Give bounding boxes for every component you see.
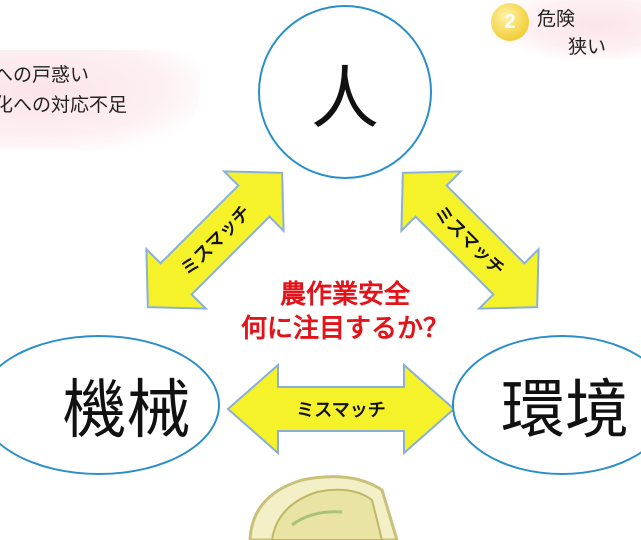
human-circle: 人 [258,5,432,179]
center-title-line-1: 農作業安全 [279,280,410,310]
machine-circle: 機械 [0,335,220,475]
left-note-line-1: への戸惑い [0,64,90,86]
tractor-image [248,475,399,540]
mismatch-arrows: ミスマッチ ミスマッチ ミスマッチ [145,170,540,456]
left-note-line-2: 化への対応不足 [0,94,128,116]
right-note-line-1: 危険 [537,8,576,30]
bottom-mismatch-arrow: ミスマッチ [226,362,456,456]
bottom-arrow-label: ミスマッチ [296,400,385,421]
environment-circle: 環境 [452,335,641,475]
number-badge: 2 [491,3,529,41]
right-note-line-2: 狭い [568,36,607,58]
left-note-background [0,50,200,150]
center-title-line-2: 何に注目するか？ [240,314,449,344]
human-label: 人 [310,59,379,139]
machine-label: 機械 [62,374,191,448]
center-title: 農作業安全 何に注目するか？ [205,278,485,346]
environment-label: 環境 [501,374,629,448]
